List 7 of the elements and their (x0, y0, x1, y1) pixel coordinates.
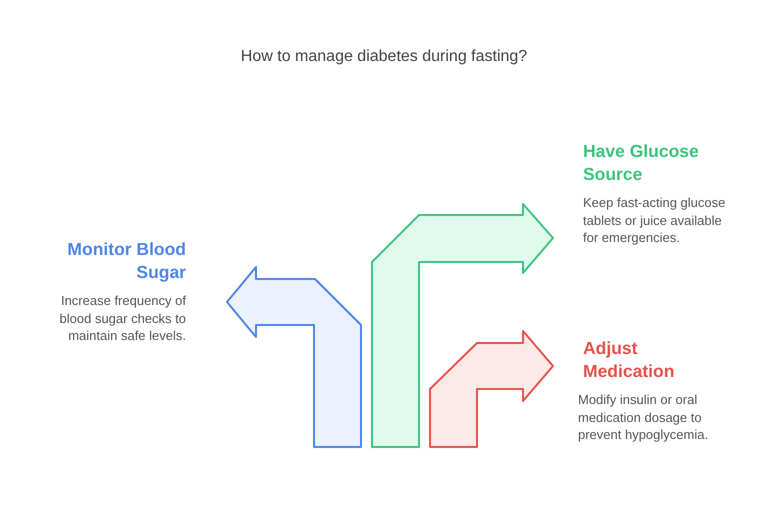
step-heading: Monitor Blood Sugar (66, 238, 186, 284)
step-heading: Have Glucose Source (583, 140, 700, 186)
step-description: Increase frequency of blood sugar checks to maintain safe levels. (58, 292, 186, 344)
step-description: Modify insulin or oral medication dosage to prevent hypoglycemia. (578, 391, 710, 444)
step-heading: Adjust Medication (583, 337, 676, 383)
title: How to manage diabetes during fasting? (240, 48, 528, 66)
step-description: Keep fast-acting glucose tablets or juice available for emergencies. (583, 194, 726, 246)
